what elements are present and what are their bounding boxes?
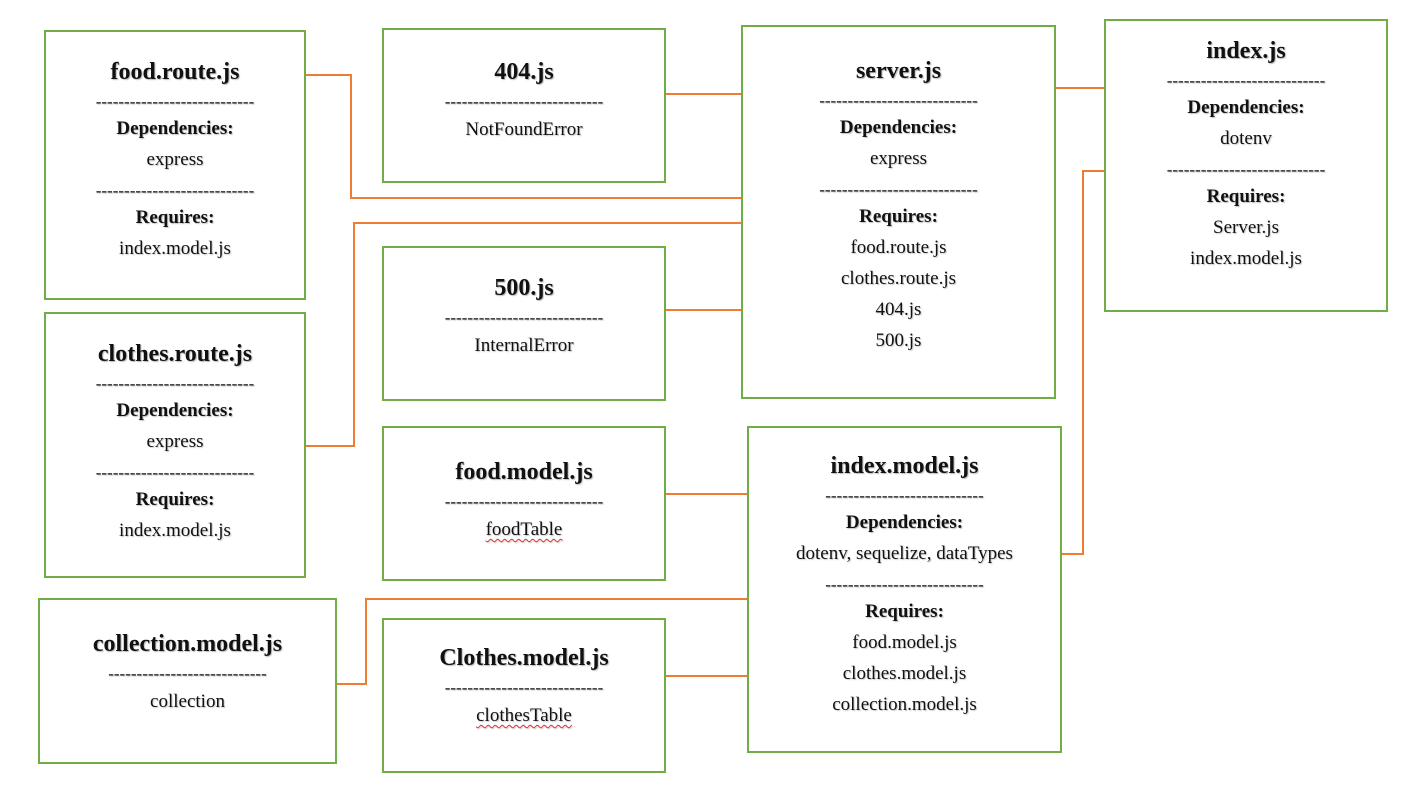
separator: ---------------------------- bbox=[819, 91, 978, 110]
clothes-route-title: clothes.route.js bbox=[97, 341, 253, 367]
dependencies-label: Dependencies: bbox=[116, 400, 234, 421]
connector-index-model-to-index bbox=[1061, 170, 1106, 555]
clothes-model-content-wrap: clothesTable bbox=[384, 700, 664, 731]
requires-item: clothes.route.js bbox=[840, 268, 957, 289]
requires-label: Requires: bbox=[859, 206, 938, 227]
clothes-route-box: clothes.route.js -----------------------… bbox=[44, 312, 306, 578]
index-model-title: index.model.js bbox=[830, 453, 979, 479]
dependencies-value: express bbox=[146, 431, 204, 452]
separator: ---------------------------- bbox=[95, 463, 255, 482]
requires-item: Server.js bbox=[1213, 217, 1279, 238]
separator: ---------------------------- bbox=[108, 664, 267, 683]
internal-error-content: InternalError bbox=[474, 335, 574, 356]
food-route-box: food.route.js --------------------------… bbox=[44, 30, 306, 300]
index-title: index.js bbox=[1206, 38, 1286, 64]
separator: ---------------------------- bbox=[444, 92, 604, 111]
dependencies-label: Dependencies: bbox=[116, 118, 234, 139]
not-found-box: 404.js ---------------------------- NotF… bbox=[382, 28, 666, 183]
separator: ---------------------------- bbox=[444, 492, 604, 511]
requires-item: collection.model.js bbox=[832, 694, 977, 715]
separator: ---------------------------- bbox=[444, 308, 604, 327]
not-found-content: NotFoundError bbox=[465, 119, 583, 140]
requires-label: Requires: bbox=[1206, 186, 1286, 207]
requires-item: 404.js bbox=[875, 299, 922, 320]
food-route-title: food.route.js bbox=[110, 59, 240, 85]
separator: ---------------------------- bbox=[95, 92, 255, 111]
internal-error-box: 500.js ---------------------------- Inte… bbox=[382, 246, 666, 401]
clothes-model-box: Clothes.model.js -----------------------… bbox=[382, 618, 666, 773]
separator: ---------------------------- bbox=[825, 486, 984, 505]
separator: ---------------------------- bbox=[819, 180, 978, 199]
separator: ---------------------------- bbox=[95, 374, 255, 393]
requires-item: index.model.js bbox=[1190, 248, 1302, 269]
dependencies-label: Dependencies: bbox=[1187, 97, 1305, 118]
clothes-model-content: clothesTable bbox=[476, 705, 572, 726]
collection-model-box: collection.model.js --------------------… bbox=[38, 598, 337, 764]
requires-item: index.model.js bbox=[119, 238, 231, 259]
requires-item: index.model.js bbox=[119, 520, 231, 541]
collection-model-content: collection bbox=[150, 691, 225, 712]
connector-clothes-route-to-server bbox=[305, 222, 742, 447]
connector-collection-model-to-index-model bbox=[336, 598, 748, 685]
food-model-box: food.model.js --------------------------… bbox=[382, 426, 666, 581]
connector-food-route-to-server bbox=[305, 74, 742, 199]
food-model-content: foodTable bbox=[485, 519, 563, 540]
not-found-title: 404.js bbox=[494, 59, 554, 85]
server-box: server.js ---------------------------- D… bbox=[741, 25, 1056, 399]
server-title: server.js bbox=[855, 58, 942, 84]
requires-item: food.route.js bbox=[850, 237, 947, 258]
requires-item: 500.js bbox=[875, 330, 922, 351]
separator: ---------------------------- bbox=[444, 678, 604, 697]
collection-model-title: collection.model.js bbox=[92, 631, 283, 657]
internal-error-title: 500.js bbox=[494, 275, 554, 301]
requires-label: Requires: bbox=[135, 207, 215, 228]
food-model-content-wrap: foodTable bbox=[384, 514, 664, 545]
index-model-box: index.model.js -------------------------… bbox=[747, 426, 1062, 753]
requires-item: clothes.model.js bbox=[842, 663, 967, 684]
dependencies-value: dotenv bbox=[1220, 128, 1272, 149]
separator: ---------------------------- bbox=[825, 575, 984, 594]
food-model-title: food.model.js bbox=[455, 459, 593, 485]
dependencies-value: dotenv, sequelize, dataTypes bbox=[796, 543, 1013, 564]
index-box: index.js ---------------------------- De… bbox=[1104, 19, 1388, 312]
dependencies-value: express bbox=[870, 148, 927, 169]
dependencies-label: Dependencies: bbox=[845, 512, 964, 533]
dependencies-label: Dependencies: bbox=[839, 117, 958, 138]
dependencies-value: express bbox=[146, 149, 204, 170]
separator: ---------------------------- bbox=[1166, 71, 1326, 90]
requires-label: Requires: bbox=[135, 489, 215, 510]
requires-item: food.model.js bbox=[852, 632, 957, 653]
separator: ---------------------------- bbox=[95, 181, 255, 200]
clothes-model-title: Clothes.model.js bbox=[439, 645, 609, 671]
separator: ---------------------------- bbox=[1166, 160, 1326, 179]
requires-label: Requires: bbox=[865, 601, 944, 622]
